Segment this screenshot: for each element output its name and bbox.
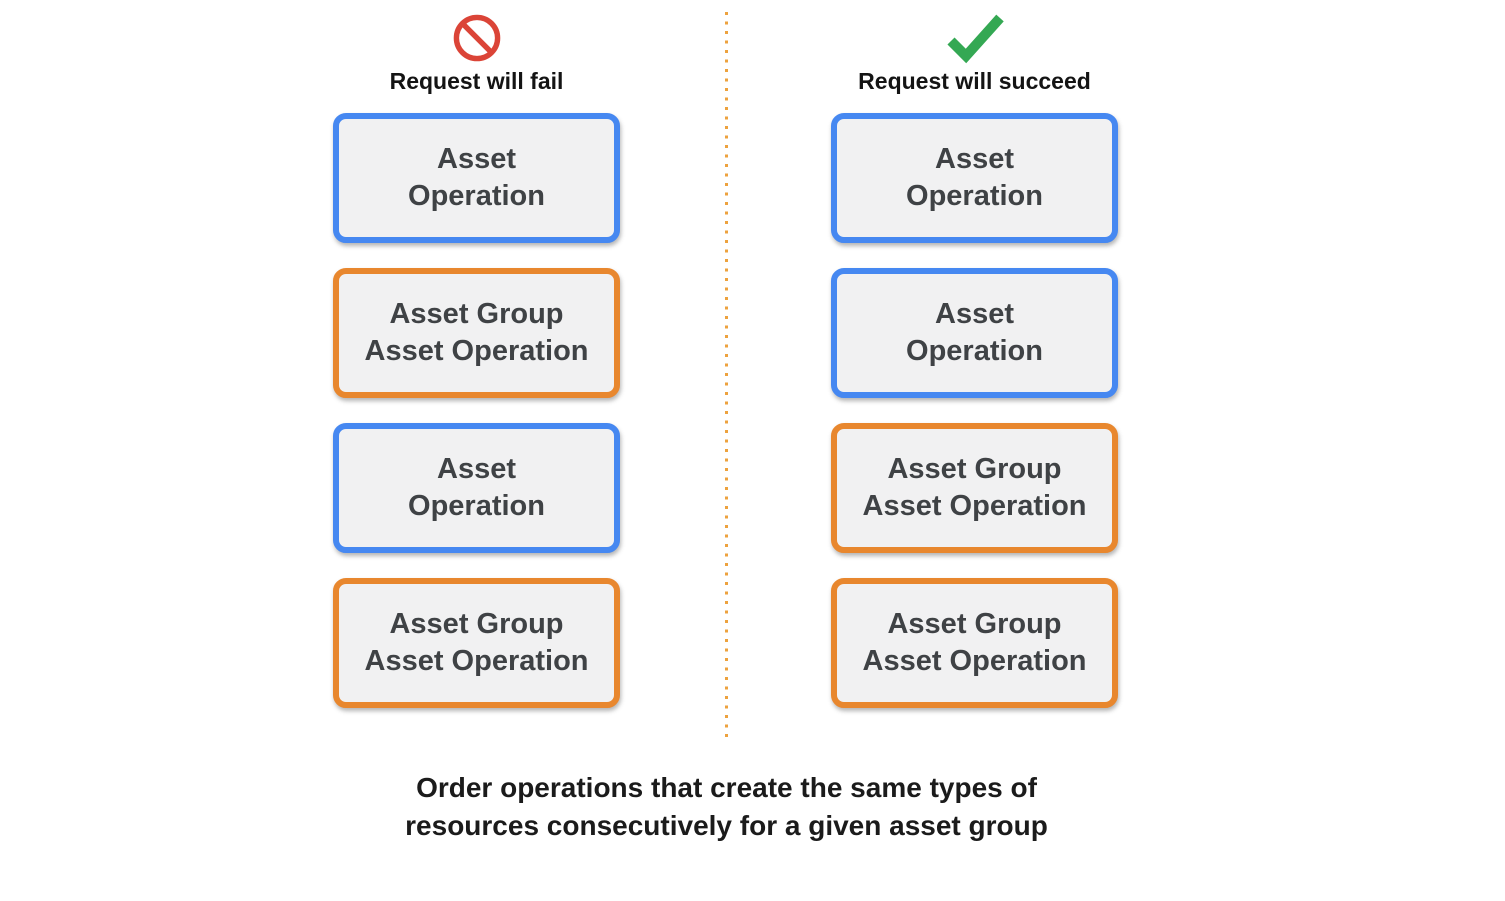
- asset-operation-box: Asset Operation: [333, 423, 620, 553]
- asset-operation-box: Asset Operation: [831, 268, 1118, 398]
- asset-group-asset-operation-box: Asset Group Asset Operation: [831, 423, 1118, 553]
- box-label-line: Asset: [437, 143, 516, 175]
- asset-operation-box: Asset Operation: [831, 113, 1118, 243]
- box-label-line: Asset: [437, 453, 516, 485]
- fail-column-title: Request will fail: [389, 68, 564, 94]
- box-label-line: Asset Group: [887, 453, 1062, 485]
- success-column-header: Request will succeed: [831, 12, 1118, 113]
- box-label-line: Asset Group: [389, 608, 564, 640]
- caption-line: Order operations that create the same ty…: [416, 772, 1037, 803]
- box-label-line: Asset Group: [389, 298, 564, 330]
- box-label-line: Operation: [408, 490, 545, 522]
- diagram-caption: Order operations that create the same ty…: [0, 769, 1453, 845]
- success-column: Request will succeed Asset Operation Ass…: [831, 12, 1118, 733]
- check-icon: [943, 12, 1007, 68]
- box-label-line: Operation: [906, 335, 1043, 367]
- asset-group-asset-operation-box: Asset Group Asset Operation: [333, 268, 620, 398]
- prohibited-icon: [451, 12, 503, 68]
- box-label-line: Asset Group: [887, 608, 1062, 640]
- box-label-line: Asset Operation: [364, 335, 589, 367]
- box-label-line: Asset: [935, 298, 1014, 330]
- success-column-title: Request will succeed: [858, 68, 1091, 94]
- box-label-line: Asset Operation: [862, 645, 1087, 677]
- asset-group-asset-operation-box: Asset Group Asset Operation: [333, 578, 620, 708]
- box-label-line: Asset Operation: [364, 645, 589, 677]
- divider-dotted-line: [725, 12, 728, 738]
- box-label-line: Asset: [935, 143, 1014, 175]
- fail-column-header: Request will fail: [333, 12, 620, 113]
- box-label-line: Asset Operation: [862, 490, 1087, 522]
- box-label-line: Operation: [906, 180, 1043, 212]
- fail-column: Request will fail Asset Operation Asset …: [333, 12, 620, 733]
- box-label-line: Operation: [408, 180, 545, 212]
- asset-group-asset-operation-box: Asset Group Asset Operation: [831, 578, 1118, 708]
- caption-line: resources consecutively for a given asse…: [405, 810, 1048, 841]
- asset-operation-box: Asset Operation: [333, 113, 620, 243]
